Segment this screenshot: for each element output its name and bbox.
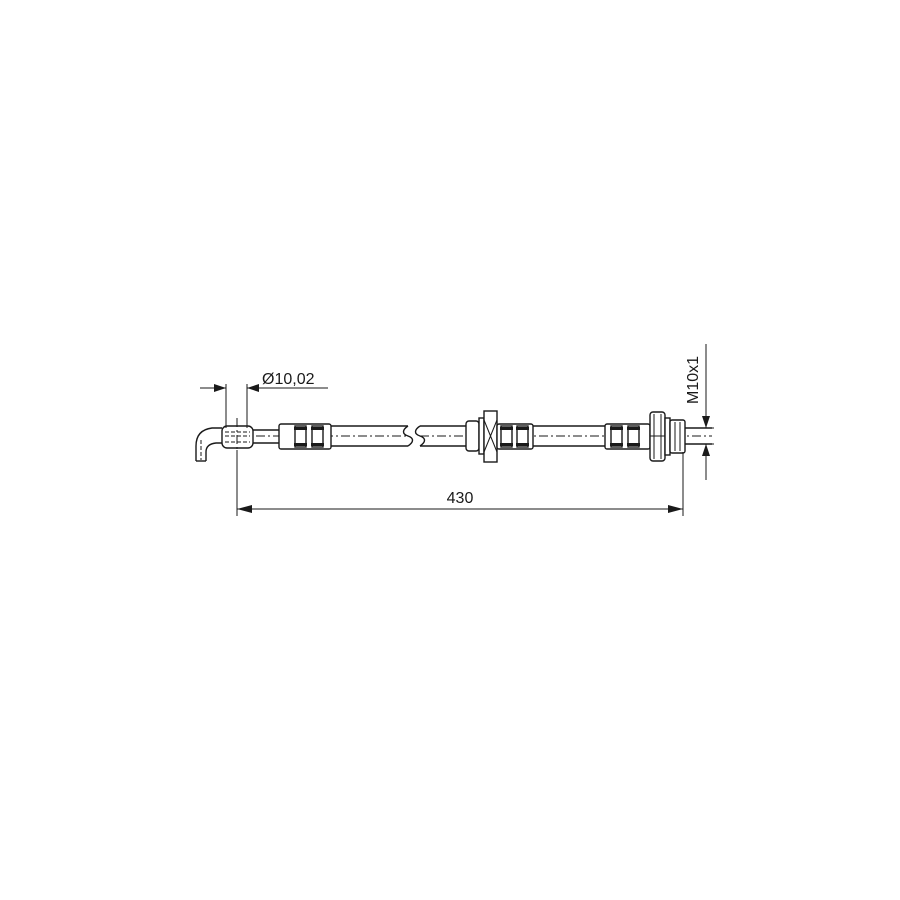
middle-bracket-fitting: [465, 410, 534, 463]
diameter-label: Ø10,02: [262, 371, 315, 388]
length-dimension: 430: [236, 450, 684, 516]
thread-label: M10x1: [685, 356, 702, 404]
length-label: 430: [447, 490, 474, 507]
hose-segment-1: [331, 425, 466, 447]
left-bent-fitting: [195, 418, 279, 470]
crimp-fitting-1: [278, 423, 332, 450]
hose-segment-2: [533, 425, 605, 447]
diameter-dimension: Ø10,02: [200, 371, 328, 428]
thread-dimension: M10x1: [685, 344, 714, 480]
